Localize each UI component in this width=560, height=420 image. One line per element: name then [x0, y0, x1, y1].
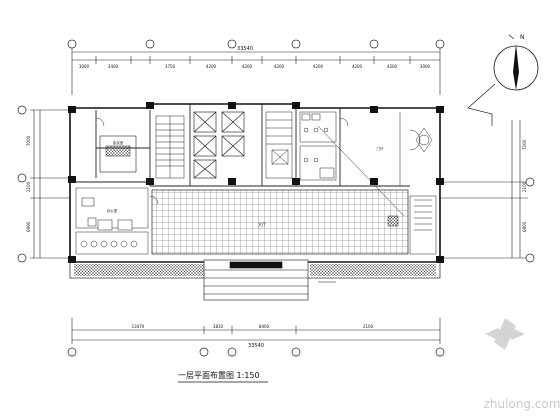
- dim-top-seg: 4200: [387, 64, 398, 69]
- leader-line: [317, 125, 405, 217]
- office-label: 办公室: [107, 208, 118, 213]
- dim-top-seg: 4200: [274, 64, 285, 69]
- elevator-shafts: [193, 111, 245, 179]
- dim-top-seg: 4200: [206, 64, 217, 69]
- meeting-room: 会议室: [99, 135, 137, 173]
- dim-top-total: 33540: [237, 46, 253, 52]
- dimension-bottom: [71, 318, 441, 344]
- watermark-logo: [485, 318, 525, 350]
- dim-top-seg: 3000: [79, 64, 90, 69]
- lobby-east-label: 门厅: [377, 146, 385, 151]
- axis-markers-right: [525, 177, 535, 263]
- dim-bottom-seg: 2100: [363, 324, 374, 329]
- dimension-right: [440, 120, 528, 259]
- dim-left-labels: 7000 2100 6990: [26, 135, 31, 232]
- axis-markers-bottom: [67, 347, 445, 357]
- stair-core-2: [265, 111, 293, 179]
- east-entry: [387, 195, 437, 255]
- north-arrow: N: [467, 34, 539, 126]
- main-hall: 大厅: [151, 189, 409, 255]
- meeting-room-label: 会议室: [113, 140, 124, 145]
- dimension-top: [71, 48, 441, 95]
- watermark-text: zhulong.com: [484, 397, 560, 411]
- dim-top-seg: 4200: [313, 64, 324, 69]
- dim-top-seg: 3750: [165, 64, 176, 69]
- main-entrance: [203, 259, 336, 301]
- axis-markers-left: [17, 105, 27, 263]
- dim-bottom-seg: 13470: [132, 324, 145, 329]
- stair-core-1: [155, 115, 185, 179]
- dim-top-seg: 3400: [108, 64, 119, 69]
- dim-top-seg: 4200: [352, 64, 363, 69]
- hall-label: 大厅: [258, 221, 266, 227]
- west-office: 办公室: [75, 187, 149, 255]
- dim-bottom-seg: 8400: [259, 324, 270, 329]
- dim-top-seg: 3000: [420, 64, 431, 69]
- dim-right-labels: 7200 2100 6800: [522, 139, 527, 232]
- dim-right: 2100: [522, 181, 527, 192]
- drawing-title: 一层平面布置图 1:150: [178, 370, 260, 380]
- north-label: N: [520, 34, 525, 41]
- dim-left: 7000: [26, 135, 31, 146]
- restrooms: [299, 111, 337, 181]
- dimension-left: [30, 109, 70, 259]
- dim-right: 7200: [522, 139, 527, 150]
- axis-markers-top: [67, 39, 445, 49]
- dim-bottom-seg: 3810: [213, 324, 224, 329]
- dim-left: 6990: [26, 221, 31, 232]
- dim-bottom-total: 33540: [248, 343, 264, 349]
- dim-top-seg: 4200: [242, 64, 253, 69]
- dim-right: 6800: [522, 221, 527, 232]
- dim-left: 2100: [26, 181, 31, 192]
- east-office: 门厅: [377, 112, 433, 186]
